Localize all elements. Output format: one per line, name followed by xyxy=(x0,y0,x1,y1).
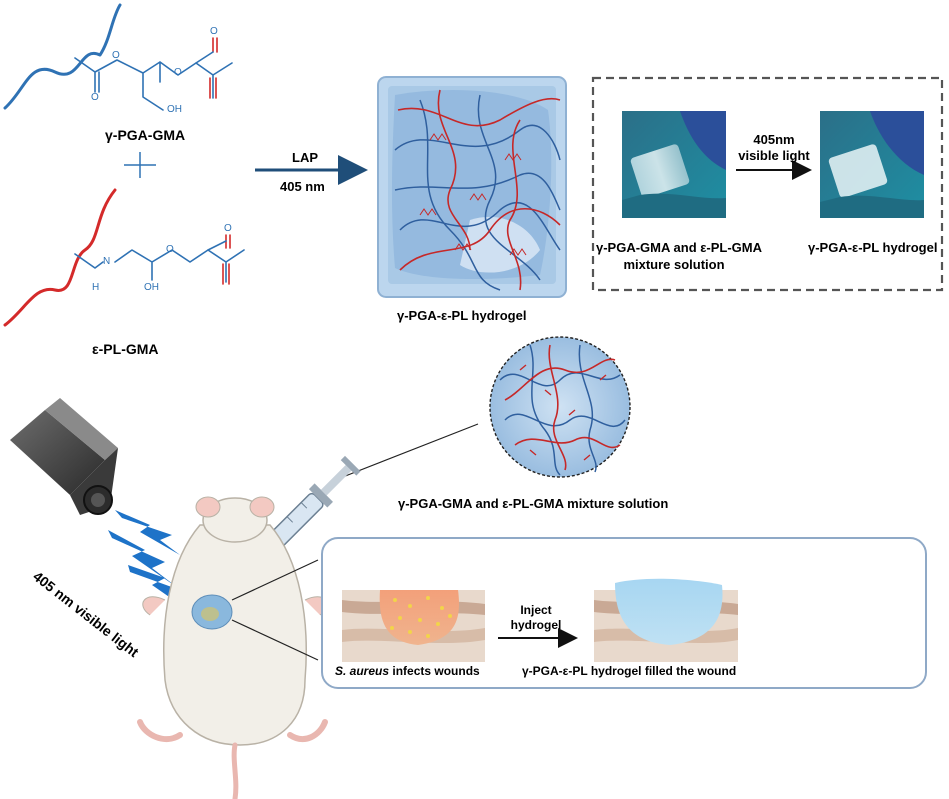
wavelength-label: 405 nm xyxy=(280,179,325,194)
pl-vinyl-double-bond xyxy=(222,263,230,285)
photo-left-caption-line1: γ-PGA-GMA and ε-PL-GMA xyxy=(596,240,763,255)
pga-oh-label: OH xyxy=(167,104,182,115)
pl-n-label: N xyxy=(103,256,111,267)
light-source-camera xyxy=(10,398,118,515)
mouse-body xyxy=(137,496,328,799)
plus-sign xyxy=(124,152,156,178)
photo-arrow-label-line1: 405nm xyxy=(753,132,795,147)
pl-h-label: H xyxy=(92,282,100,293)
pga-carbonyl-o2-label: O xyxy=(210,26,218,37)
zoom-line xyxy=(329,423,479,483)
wound-left-caption-italic: S. aureus xyxy=(335,664,390,678)
wound-right-caption: γ-PGA-ε-PL hydrogel filled the wound xyxy=(522,664,737,678)
pga-polymer-chain xyxy=(3,3,122,110)
filled-wound-illustration xyxy=(594,578,738,662)
photo-panel-frame xyxy=(591,76,944,292)
infected-wound-illustration xyxy=(342,590,485,662)
photo-left-caption-line2: mixture solution xyxy=(623,257,725,272)
hydrogel-label: γ-PGA-ε-PL hydrogel xyxy=(397,308,527,323)
mixture-circle xyxy=(489,336,631,478)
hydrogel-network-red xyxy=(397,89,561,291)
hydrogel-cube xyxy=(377,76,567,298)
catalyst-label: LAP xyxy=(292,150,318,165)
photo-hydrogel xyxy=(820,111,924,218)
pga-gma-label: γ-PGA-GMA xyxy=(105,127,186,143)
photo-arrow-label-line2: visible light xyxy=(738,148,810,163)
wound-left-caption-rest: infects wounds xyxy=(389,664,480,678)
wound-left-caption: S. aureus infects wounds xyxy=(335,664,480,678)
photo-mixture-solution xyxy=(622,111,726,218)
pga-gma-skeleton xyxy=(74,57,233,111)
callout-line-bottom xyxy=(231,619,319,661)
pl-gma-skeleton xyxy=(74,249,245,283)
callout-line-top xyxy=(231,559,319,601)
pl-polymer-chain xyxy=(3,188,117,327)
pga-carbonyl-o-label: O xyxy=(91,92,99,103)
inject-label-line1: Inject xyxy=(520,603,552,617)
inject-label-line2: hydrogel xyxy=(510,618,562,632)
photo-right-caption: γ-PGA-ε-PL hydrogel xyxy=(808,240,938,255)
pga-vinyl-double-bond xyxy=(209,77,217,99)
hydrogel-crosslinks xyxy=(419,133,527,256)
pga-ester-o-label: O xyxy=(112,50,120,61)
pl-gma-label: ε-PL-GMA xyxy=(92,341,159,357)
pl-ester-o-label: O xyxy=(166,244,174,255)
pga-ester-o2-label: O xyxy=(174,67,182,78)
pl-gma-structure xyxy=(3,188,245,327)
pl-oh-label: OH xyxy=(144,282,159,293)
pga-gma-structure xyxy=(3,3,233,111)
hydrogel-network-blue xyxy=(394,94,561,291)
pl-carbonyl-o-label: O xyxy=(224,223,232,234)
mixture-label: γ-PGA-GMA and ε-PL-GMA mixture solution xyxy=(398,496,669,511)
